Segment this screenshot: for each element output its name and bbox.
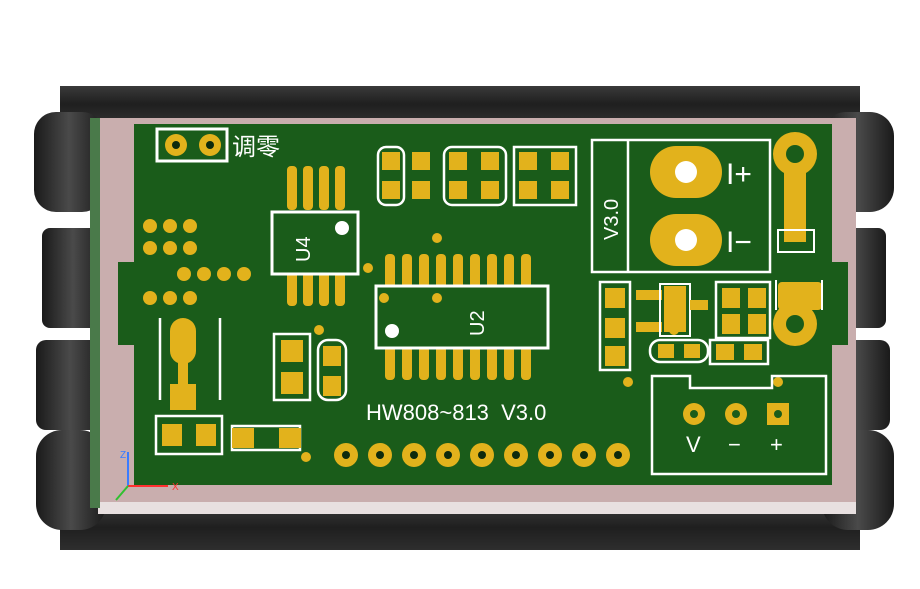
terminal-v-label: V — [686, 432, 701, 457]
axis-x-label: X — [172, 482, 179, 493]
axis-z-label: Z — [120, 450, 126, 461]
chip-u4: U4 — [270, 166, 360, 306]
conn-version-label: V3.0 — [601, 199, 623, 240]
shunt-trace — [773, 132, 823, 346]
zero-adjust-header: 调零 — [155, 127, 280, 163]
via-array-left — [143, 219, 251, 305]
current-plus-label: I+ — [726, 158, 752, 191]
chip-u2: U2 — [374, 254, 550, 380]
model-label: HW808~813 V3.0 — [366, 400, 546, 425]
regulator-area — [598, 280, 783, 387]
current-minus-label: I− — [726, 226, 752, 259]
trimmer-footprint — [154, 318, 302, 456]
zero-adjust-label: 调零 — [232, 133, 280, 161]
terminal-plus-label: + — [770, 432, 783, 457]
u2-label: U2 — [467, 310, 489, 336]
current-connector: V3.0 I+ I− — [590, 138, 772, 274]
axis-triad: Z X — [115, 450, 179, 501]
u4-label: U4 — [293, 236, 315, 262]
header-pins-bottom — [301, 443, 630, 467]
terminal-minus-label: − — [728, 432, 741, 457]
smd-pads-top — [376, 145, 578, 243]
caps-mid-left — [272, 263, 373, 402]
voltage-terminal: V − + — [650, 374, 828, 476]
